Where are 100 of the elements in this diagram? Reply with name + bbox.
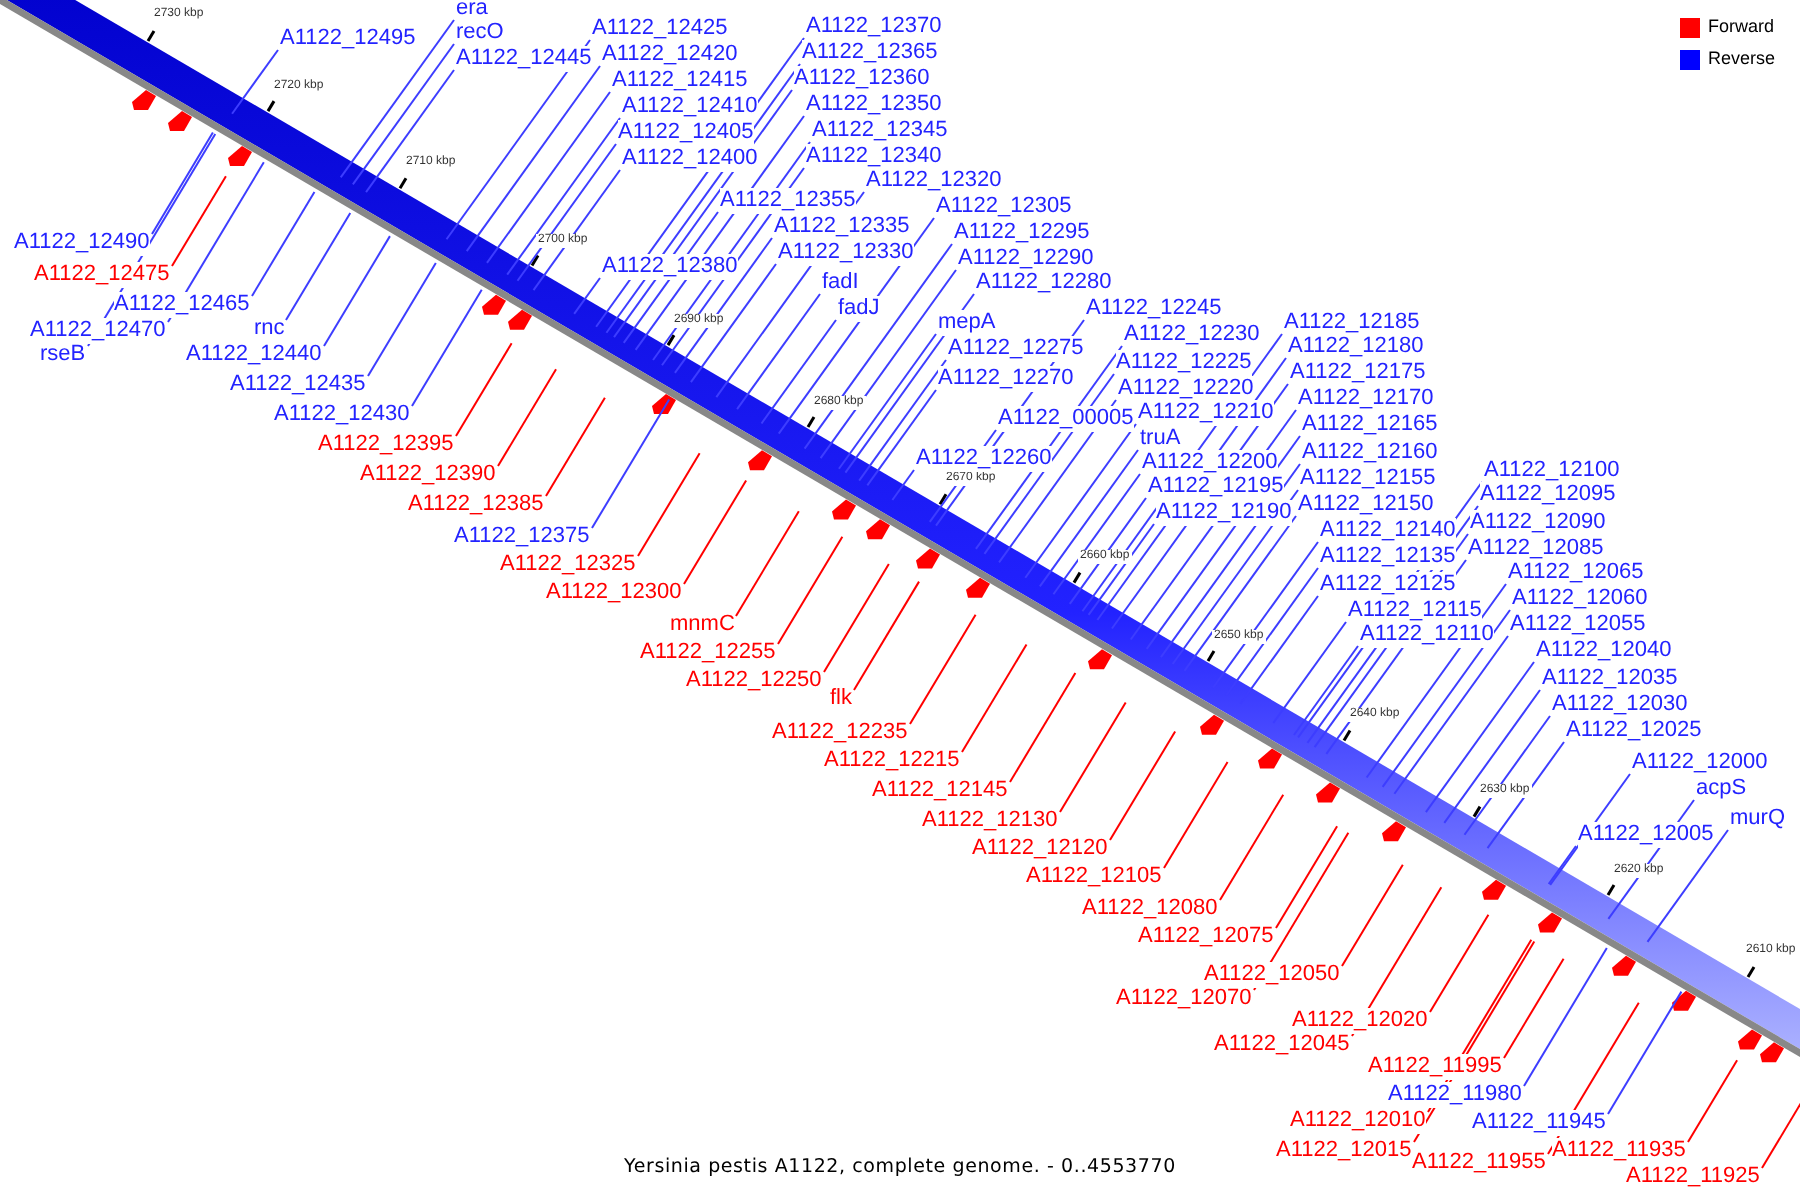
- gene-label: A1122_12345: [812, 118, 948, 144]
- gene-label: A1122_12200: [1142, 450, 1278, 476]
- leader-line: [1463, 715, 1551, 836]
- leader-line: [1486, 741, 1565, 850]
- leader-line: [735, 510, 800, 617]
- leader-line: [1393, 635, 1509, 795]
- leader-line: [819, 269, 957, 460]
- leader-line: [760, 319, 837, 425]
- leader-line: [171, 175, 227, 267]
- leader-line: [365, 69, 455, 194]
- gene-label: A1122_12430: [274, 402, 410, 428]
- gene-label: A1122_12290: [958, 246, 1094, 272]
- gene-label: A1122_12070: [1116, 986, 1252, 1012]
- gene-label: A1122_12415: [612, 68, 748, 94]
- gene-label: A1122_12190: [1156, 500, 1292, 526]
- leader-line: [891, 469, 915, 502]
- leader-line: [1424, 661, 1535, 814]
- gene-label: A1122_12040: [1536, 638, 1672, 664]
- leader-line: [1503, 957, 1565, 1059]
- gene-label: A1122_12475: [34, 262, 170, 288]
- gene-label: A1122_12035: [1542, 666, 1678, 692]
- gene-label: A1122_12400: [622, 146, 758, 172]
- gene-label: murQ: [1730, 806, 1785, 832]
- gene-label: mepA: [938, 310, 996, 336]
- leader-line: [1163, 761, 1229, 869]
- gene-label: A1122_12150: [1298, 492, 1434, 518]
- caption: Yersinia pestis A1122, complete genome. - 0..4553770: [624, 1156, 1176, 1180]
- leader-line: [367, 261, 437, 377]
- leader-line: [445, 39, 591, 241]
- leader-line: [497, 368, 558, 467]
- gene-label: A1122_12350: [806, 92, 942, 118]
- leader-line: [777, 535, 844, 645]
- gene-label: A1122_12230: [1124, 322, 1260, 348]
- gene-label: A1122_11935: [1552, 1138, 1686, 1164]
- gene-label: A1122_12440: [186, 342, 322, 368]
- gene-label: A1122_12335: [774, 214, 910, 240]
- gene-label: A1122_12220: [1118, 376, 1254, 402]
- gene-label: A1122_12085: [1468, 536, 1604, 562]
- gene-label: A1122_12080: [1082, 896, 1218, 922]
- gene-label: A1122_12425: [592, 16, 728, 42]
- leader-line: [455, 342, 513, 437]
- gene-label: A1122_12075: [1138, 924, 1274, 950]
- leader-line: [1292, 645, 1359, 736]
- gene-label: A1122_12395: [318, 432, 454, 458]
- leader-line: [803, 243, 953, 450]
- gene-label: A1122_12060: [1512, 586, 1648, 612]
- gene-label: A1122_12160: [1302, 440, 1438, 466]
- gene-label: A1122_12110: [1360, 622, 1494, 648]
- leader-line: [866, 389, 937, 487]
- gene-label: A1122_11925: [1626, 1164, 1760, 1190]
- gene-label: A1122_12275: [948, 336, 1084, 362]
- gene-label: A1122_12175: [1290, 360, 1426, 386]
- gene-label: A1122_12355: [720, 188, 856, 214]
- leader-line: [151, 131, 214, 235]
- gene-label: A1122_12045: [1214, 1032, 1350, 1058]
- gene-label: A1122_12165: [1302, 412, 1438, 438]
- leader-line: [251, 190, 316, 297]
- gene-label: A1122_12095: [1480, 482, 1616, 508]
- gene-label: A1122_12490: [14, 230, 150, 256]
- gene-label: A1122_12025: [1566, 718, 1702, 744]
- leader-line: [231, 49, 279, 115]
- leader-line: [637, 452, 701, 557]
- leader-line: [736, 293, 821, 411]
- leader-line: [673, 237, 773, 374]
- gene-label: A1122_12135: [1320, 544, 1456, 570]
- gene-label: A1122_12030: [1552, 692, 1688, 718]
- gene-label: A1122_12090: [1470, 510, 1606, 536]
- legend-label: Forward: [1708, 16, 1775, 38]
- gene-label: A1122_12185: [1284, 310, 1420, 336]
- gene-label: A1122_12280: [976, 270, 1112, 296]
- gene-label: A1122_11980: [1388, 1082, 1522, 1108]
- gene-label: A1122_12370: [806, 14, 942, 40]
- leader-line: [1052, 473, 1141, 596]
- gene-label: A1122_12105: [1026, 864, 1162, 890]
- leader-line: [1607, 990, 1683, 1115]
- leader-line: [516, 143, 617, 282]
- gene-label: A1122_12465: [114, 292, 250, 318]
- leader-line: [339, 19, 455, 179]
- gene-label: A1122_12305: [936, 194, 1072, 220]
- gene-label: A1122_12005: [1578, 822, 1714, 848]
- leader-line: [1275, 825, 1339, 929]
- leader-line: [823, 562, 890, 673]
- gene-label: A1122_12015: [1276, 1138, 1412, 1164]
- gene-label: A1122_12235: [772, 720, 908, 746]
- gene-label: A1122_12495: [280, 26, 416, 52]
- leader-line: [1341, 863, 1404, 967]
- leader-line: [1523, 947, 1608, 1087]
- gene-label: A1122_12170: [1298, 386, 1434, 412]
- leader-line: [1038, 449, 1139, 588]
- gene-label: A1122_12365: [802, 40, 938, 66]
- leader-line: [1687, 1059, 1739, 1143]
- leader-line: [1109, 730, 1177, 841]
- leader-line: [1443, 689, 1541, 824]
- leader-line: [545, 396, 606, 497]
- leader-line: [1381, 609, 1511, 788]
- leader-line: [837, 333, 937, 470]
- gene-label: A1122_00005: [998, 406, 1134, 432]
- leader-line: [1183, 515, 1297, 672]
- gene-label: A1122_11995: [1368, 1054, 1502, 1080]
- leader-line: [1068, 497, 1147, 605]
